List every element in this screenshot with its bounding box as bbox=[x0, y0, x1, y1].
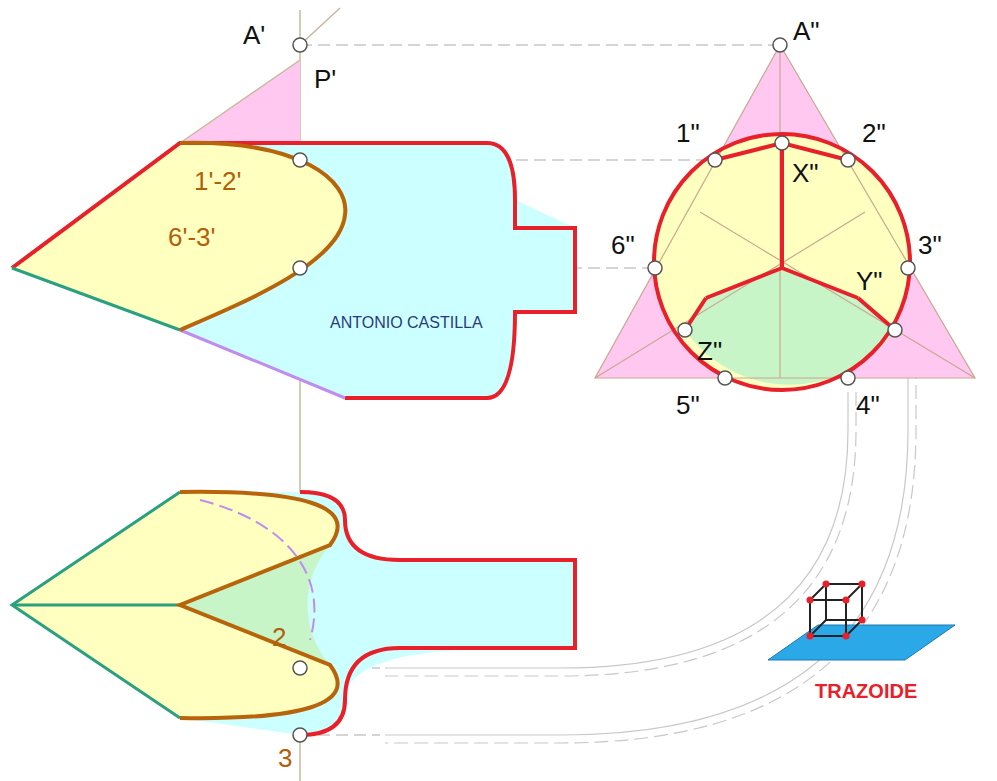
point-label: A" bbox=[793, 18, 820, 44]
logo-text: TRAZOIDE bbox=[815, 681, 917, 701]
point-label: 4" bbox=[856, 392, 880, 418]
point-pair-label: 1'-2' bbox=[194, 168, 242, 194]
author-watermark: ANTONIO CASTILLA bbox=[330, 315, 483, 331]
point-label: 5" bbox=[676, 392, 700, 418]
plane-label: P' bbox=[314, 66, 336, 92]
point-label: 2 bbox=[272, 624, 286, 650]
point-label: 3 bbox=[278, 745, 292, 771]
point-label: 3" bbox=[918, 232, 942, 258]
point-label: 1" bbox=[676, 120, 700, 146]
point-label: Z" bbox=[697, 338, 722, 364]
point-label: Y" bbox=[856, 268, 883, 294]
point-label: X" bbox=[792, 160, 819, 186]
point-pair-label: 6'-3' bbox=[168, 224, 216, 250]
point-label: A' bbox=[243, 22, 265, 48]
point-label: 2" bbox=[862, 120, 886, 146]
point-label: 6" bbox=[611, 232, 635, 258]
logo-icon bbox=[768, 581, 955, 661]
